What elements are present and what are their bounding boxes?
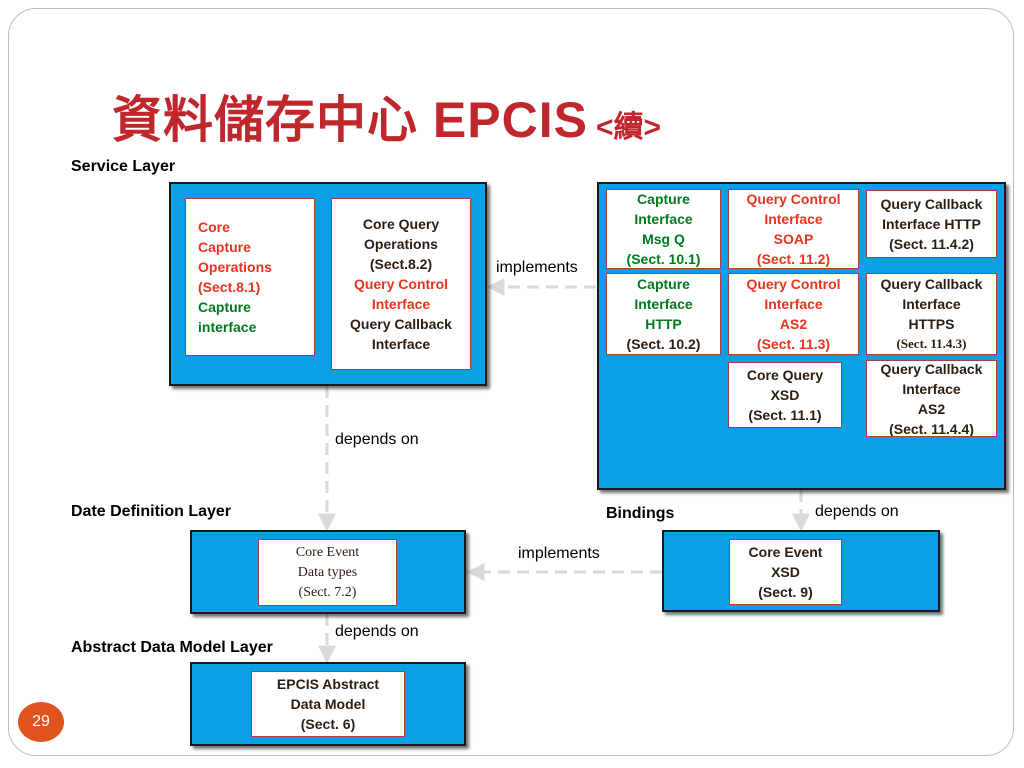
box-line: XSD [770,387,800,403]
box-line: AS2 [779,316,808,332]
box-line: HTTPS [908,316,955,332]
query-control-as2-box: Query Control Interface AS2 (Sect. 11.3) [728,273,859,355]
epcis-abstract-data-model-box: EPCIS Abstract Data Model (Sect. 6) [251,671,405,737]
box-line: Core Query [362,216,440,232]
box-line: Core [198,219,230,235]
box-line: Core Event [748,544,823,560]
box-line: Interface HTTP [882,216,981,232]
box-line: (Sect.8.1) [198,279,261,295]
depends-on-abstract-label: depends on [335,623,419,640]
slide-title: 資料儲存中心 EPCIS<續> [112,80,661,152]
box-line: Query Control [353,276,449,292]
capture-interface-msgq-box: Capture Interface Msg Q (Sect. 10.1) [606,189,721,269]
title-main: 資料儲存中心 EPCIS [112,92,588,148]
core-event-data-types-box: Core Event Data types (Sect. 7.2) [258,539,397,606]
box-line: (Sect. 9) [758,584,813,600]
box-line: Capture [637,276,690,292]
core-event-xsd-box: Core Event XSD (Sect. 9) [729,539,842,605]
box-line: Interface [764,211,823,227]
capture-interface-http-box: Capture Interface HTTP (Sect. 10.2) [606,273,721,355]
box-line: Core Query [746,367,824,383]
box-line: Query Control [746,191,841,207]
box-line: EPCIS Abstract [276,676,380,692]
box-line: XSD [771,564,800,580]
box-line: (Sect. 7.2) [298,584,357,600]
box-line: (Sect. 10.2) [626,336,701,352]
box-line: SOAP [773,231,814,247]
depends-on-core-label: depends on [335,431,419,448]
bindings-label: Bindings [606,505,675,522]
box-line: Query Callback [880,276,983,292]
box-line: AS2 [917,400,946,417]
implements-bottom-label: implements [518,545,600,562]
box-line: Query Control [746,276,841,292]
query-callback-http-box: Query Callback Interface HTTP (Sect. 11.… [866,190,997,258]
box-line: HTTP [645,316,682,332]
core-query-xsd-box: Core Query XSD (Sect. 11.1) [728,362,842,428]
box-line: Capture [637,191,690,207]
box-line: Data types [297,564,358,580]
box-line: (Sect. 10.1) [626,251,701,267]
service-layer-label: Service Layer [71,158,176,175]
box-line: Query Callback [880,196,983,212]
page-number-badge: 29 [18,702,64,742]
box-line: Interface [902,380,961,397]
box-line: Interface [764,296,823,312]
data-definition-layer-label: Date Definition Layer [71,503,232,520]
box-line: (Sect. 11.4.2) [889,236,974,252]
box-line: Query Callback [880,360,983,377]
box-line: (Sect.8.2) [369,256,433,272]
box-line: Interface [902,296,961,312]
box-line: interface [198,319,257,335]
box-line: Interface [371,336,431,352]
box-line: Interface [634,211,693,227]
query-control-soap-box: Query Control Interface SOAP (Sect. 11.2… [728,189,859,269]
core-capture-operations-box: Core Capture Operations (Sect.8.1) Captu… [185,198,315,356]
box-line: (Sect. 11.3) [756,336,831,352]
abstract-data-model-layer-label: Abstract Data Model Layer [71,639,273,656]
box-line: Interface [371,296,431,312]
box-line: Capture [198,239,251,255]
box-line: Msg Q [642,231,685,247]
box-line: Core Event [295,544,360,560]
title-sub: <續> [595,111,661,144]
box-line: (Sect. 11.4.3) [896,336,967,351]
query-callback-https-box: Query Callback Interface HTTPS (Sect. 11… [866,273,997,355]
box-line: Operations [198,259,272,275]
implements-top-label: implements [496,259,578,276]
box-line: Interface [634,296,693,312]
depends-on-bindings-label: depends on [815,503,899,520]
box-line: (Sect. 11.2) [756,251,831,267]
box-line: Data Model [290,696,366,712]
box-line: (Sect. 11.1) [748,407,822,423]
box-line: (Sect. 11.4.4) [889,420,974,437]
box-line: Capture [198,299,251,315]
box-line: (Sect. 6) [300,716,356,732]
box-line: Query Callback [350,316,452,332]
box-line: Operations [364,236,438,252]
query-callback-as2-box: Query Callback Interface AS2 (Sect. 11.4… [866,360,997,437]
core-query-operations-box: Core Query Operations (Sect.8.2) Query C… [331,198,471,370]
